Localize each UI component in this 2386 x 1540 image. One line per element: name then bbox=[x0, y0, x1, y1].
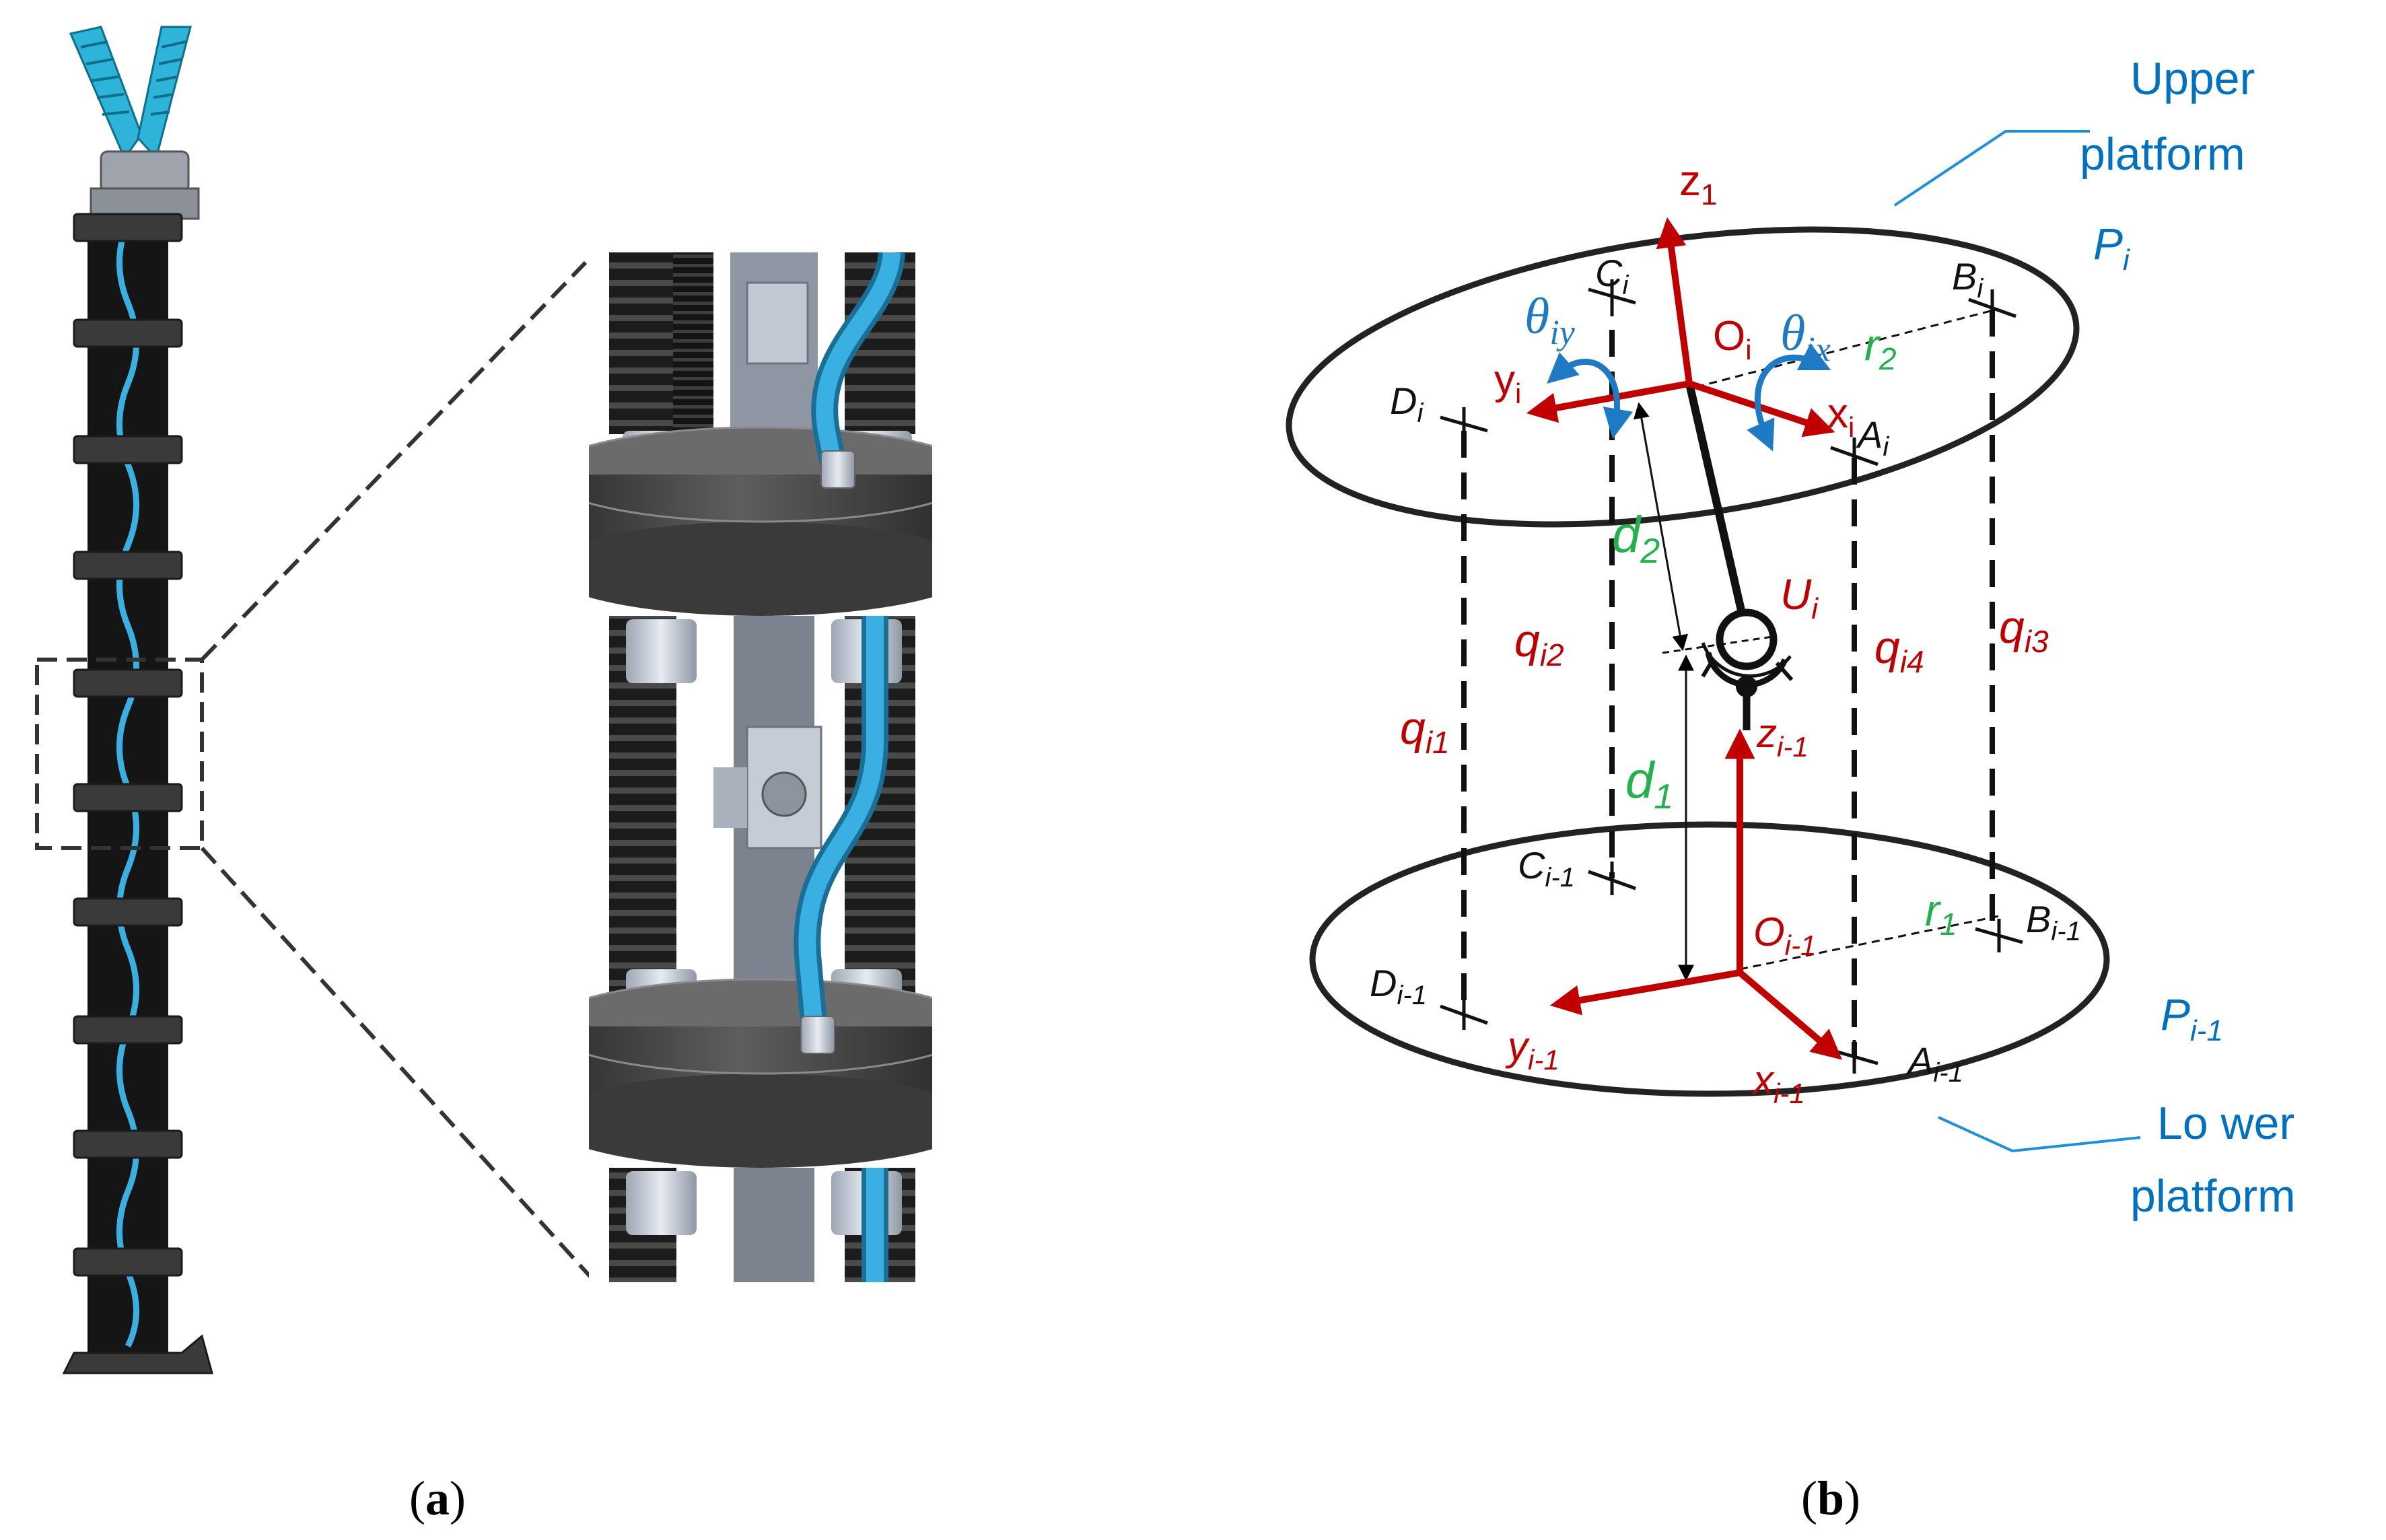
upper-platform bbox=[1286, 226, 2080, 528]
upper-z-axis bbox=[1656, 217, 1693, 384]
cable-q3-label: qi3 bbox=[1999, 602, 2049, 659]
radius-line-r2 bbox=[1695, 308, 1996, 388]
lower-origin-label: Oi-1 bbox=[1753, 909, 1816, 961]
dimension-d1-label: d1 bbox=[1625, 752, 1673, 816]
point-c-lower-mark bbox=[1588, 862, 1636, 895]
lower-x-label: xi-1 bbox=[1751, 1057, 1805, 1109]
gripper-icon bbox=[69, 26, 200, 220]
lower-platform-leader bbox=[1938, 1116, 2141, 1153]
point-a-lower-mark bbox=[1830, 1040, 1879, 1074]
robot-full-view bbox=[62, 26, 213, 1374]
point-d-upper-label: Di bbox=[1390, 380, 1424, 428]
panel-a-caption: (a) bbox=[409, 1471, 466, 1525]
lower-platform-label-line1: Lo wer bbox=[2157, 1098, 2294, 1149]
cable-q4-label: qi4 bbox=[1874, 622, 1924, 679]
upper-platform-label-line2: platform bbox=[2080, 129, 2245, 180]
kinematic-diagram: Upper platform Lo wer platform Pi Pi-1 z… bbox=[1286, 53, 2296, 1222]
cable-q2-label: qi2 bbox=[1514, 615, 1564, 672]
dimension-r2-label: r2 bbox=[1864, 320, 1897, 376]
point-c-lower-label: Ci-1 bbox=[1518, 844, 1575, 893]
point-d-lower-mark bbox=[1440, 996, 1488, 1030]
lower-x-axis bbox=[1737, 970, 1843, 1060]
dimension-d2-label: d2 bbox=[1612, 506, 1660, 571]
universal-joint-icon bbox=[1701, 608, 1794, 697]
upper-platform-symbol: Pi bbox=[2093, 219, 2130, 277]
lower-z-label: zi-1 bbox=[1756, 711, 1809, 763]
point-c-upper-mark bbox=[1588, 279, 1636, 316]
upper-x-label: xi bbox=[1827, 390, 1854, 443]
rotation-arrow-theta-y bbox=[1547, 352, 1634, 440]
point-d-lower-label: Di-1 bbox=[1370, 962, 1427, 1010]
radius-line-r1 bbox=[1739, 914, 2003, 971]
point-a-upper-mark bbox=[1830, 438, 1879, 475]
point-b-upper-label: Bi bbox=[1952, 255, 1984, 304]
point-a-lower-label: Ai-1 bbox=[1906, 1039, 1963, 1088]
zoom-box bbox=[35, 658, 204, 850]
lower-platform-symbol: Pi-1 bbox=[2161, 989, 2223, 1047]
cable-q1-label: qi1 bbox=[1400, 703, 1450, 760]
theta-y-label: θiy bbox=[1524, 288, 1576, 352]
center-link bbox=[1685, 382, 1747, 621]
point-b-upper-mark bbox=[1968, 289, 2016, 326]
point-b-lower-mark bbox=[1975, 919, 2023, 952]
lower-y-label: yi-1 bbox=[1505, 1024, 1559, 1076]
point-d-upper-mark bbox=[1440, 407, 1488, 444]
rotation-arrow-theta-x bbox=[1747, 343, 1831, 452]
upper-platform-leader bbox=[1893, 130, 2090, 207]
zoom-connector-top bbox=[200, 260, 588, 662]
dimension-r1-label: r1 bbox=[1925, 885, 1957, 942]
robot-zoom-view bbox=[589, 252, 932, 1282]
zoom-connector-bottom bbox=[200, 846, 594, 1281]
dimension-line-d2 bbox=[1633, 402, 1689, 652]
lower-y-axis bbox=[1549, 969, 1741, 1016]
point-b-lower-label: Bi-1 bbox=[2026, 898, 2081, 946]
upper-platform-label-line1: Upper bbox=[2130, 53, 2255, 104]
theta-x-label: θix bbox=[1780, 305, 1831, 369]
lower-platform-label-line2: platform bbox=[2130, 1170, 2296, 1222]
upper-origin-label: Oi bbox=[1713, 313, 1752, 365]
upper-z-label: z1 bbox=[1679, 156, 1717, 211]
point-a-upper-label: Ai bbox=[1856, 413, 1889, 462]
lower-platform bbox=[1309, 821, 2110, 1097]
panel-b-caption: (b) bbox=[1801, 1471, 1860, 1525]
point-c-upper-label: Ci bbox=[1595, 252, 1629, 300]
joint-label: Ui bbox=[1780, 570, 1819, 625]
upper-y-label: yi bbox=[1494, 357, 1521, 409]
